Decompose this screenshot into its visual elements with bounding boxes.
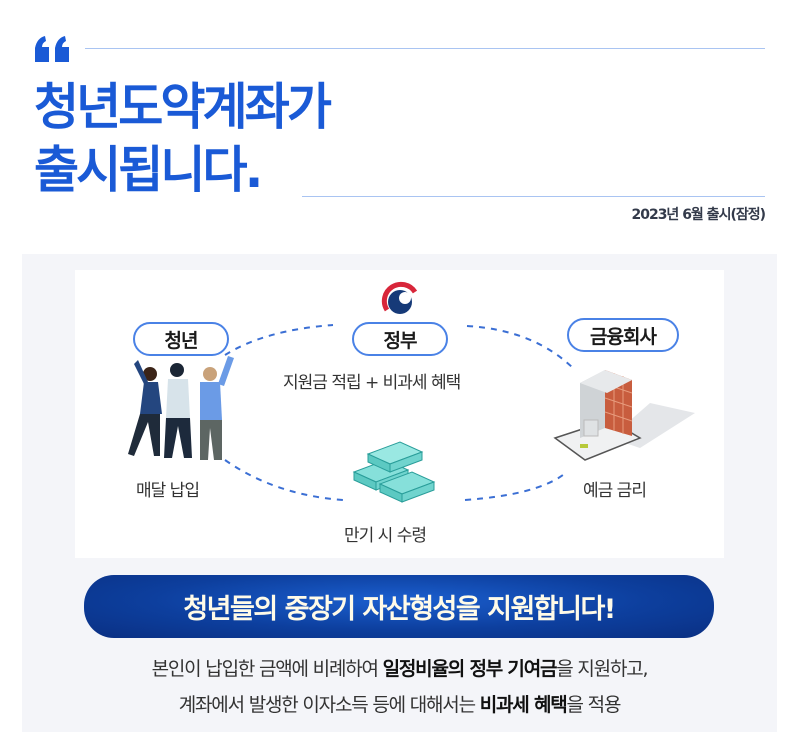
title-underline-divider <box>302 196 765 197</box>
description-emphasis: 일정비율의 정부 기여금 <box>382 658 558 680</box>
description-line2: 계좌에서 발생한 이자소득 등에 대해서는 비과세 혜택을 적용 <box>22 690 777 717</box>
page-title-line2: 출시됩니다. <box>34 141 263 199</box>
money-stack-icon <box>352 441 436 503</box>
description-line1: 본인이 납입한 금액에 비례하여 일정비율의 정부 기여금을 지원하고, <box>22 654 777 681</box>
page-title-line1: 청년도약계좌가 <box>34 78 332 136</box>
korea-government-emblem-icon <box>381 281 418 314</box>
support-banner: 청년들의 중장기 자산형성을 지원합니다! <box>84 575 714 638</box>
government-caption: 지원금 적립 + 비과세 혜택 <box>283 373 461 393</box>
node-government-label: 정부 <box>352 322 448 356</box>
release-date-note: 2023년 6월 출시(잠정) <box>631 207 766 223</box>
node-financial-label: 금융회사 <box>567 318 679 352</box>
people-group-icon <box>128 356 234 460</box>
description-text: 을 적용 <box>566 694 622 716</box>
description-text: 계좌에서 발생한 이자소득 등에 대해서는 <box>178 694 480 716</box>
description-text: 본인이 납입한 금액에 비례하여 <box>151 658 383 680</box>
bank-building-icon <box>553 370 695 461</box>
financial-caption: 예금 금리 <box>583 481 647 501</box>
youth-caption: 매달 납입 <box>136 481 200 501</box>
node-youth-label: 청년 <box>133 322 229 356</box>
maturity-caption: 만기 시 수령 <box>344 526 427 546</box>
open-quote-icon <box>35 36 69 62</box>
description-emphasis: 비과세 혜택 <box>479 694 568 716</box>
top-divider <box>85 48 765 49</box>
flow-connectors <box>224 324 576 501</box>
description-text: 을 지원하고, <box>556 658 648 680</box>
